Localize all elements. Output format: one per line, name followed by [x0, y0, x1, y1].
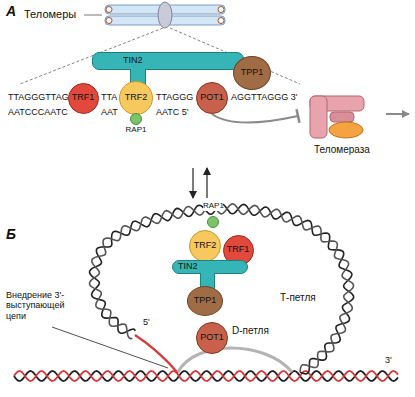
leader-line	[52, 327, 168, 368]
text-label: TTAGGG	[156, 92, 193, 102]
text-label: 5'	[142, 317, 151, 327]
activity-arrow	[386, 113, 409, 115]
enzyme-symbol	[300, 92, 384, 142]
dna-strand	[14, 371, 398, 381]
text-label: TTAGGGTTAG	[8, 92, 69, 102]
node-label: POT1	[200, 333, 224, 343]
dna-helix	[14, 204, 398, 381]
node-label: TRF2	[125, 93, 148, 103]
node-label: Теломераза	[300, 144, 384, 155]
text-label: Внедрение 3'-выступающей цепи	[6, 290, 84, 321]
node-label: TIN2	[123, 56, 143, 66]
protein-oval: TPP1	[187, 286, 223, 316]
node-label: TRF1	[72, 93, 95, 103]
protein-band: TIN2	[172, 260, 248, 274]
protein-oval: TPP1	[233, 56, 271, 90]
protein-dot	[207, 216, 219, 228]
protein-band: TIN2	[92, 52, 244, 70]
protein-circle: TRF1	[68, 83, 99, 114]
text-label: AGGTTAGGG 3'	[231, 92, 298, 102]
text-label: AATC 5'	[156, 107, 189, 117]
node-label: TRF1	[227, 245, 250, 255]
invading-strand	[135, 335, 178, 373]
protein-circle: POT1	[196, 82, 228, 114]
text-label: А	[6, 3, 16, 19]
node-label: TRF2	[194, 241, 217, 251]
text-label: AAT	[101, 107, 118, 117]
transition-arrow	[206, 168, 207, 198]
node-label: RAP1	[119, 126, 153, 135]
node-label: TIN2	[178, 262, 198, 272]
enzyme-shape: Теломераза	[300, 92, 384, 162]
text-label: D-петля	[231, 325, 270, 337]
leader-line	[84, 15, 102, 16]
transition-arrow	[192, 168, 193, 198]
chromosome	[105, 2, 225, 28]
text-label: Теломеры	[24, 8, 76, 21]
text-label: Б	[6, 226, 16, 242]
protein-circle: TRF2	[119, 81, 153, 115]
protein-small: RAP1	[119, 113, 153, 139]
text-label: Т-петля	[280, 292, 316, 304]
node-label: RAP1	[203, 202, 223, 211]
dna-strand	[90, 204, 354, 372]
node-label: POT1	[200, 93, 224, 103]
dna-strand	[90, 204, 354, 374]
protein-circle: TRF2	[189, 230, 221, 262]
node-label: TPP1	[194, 296, 217, 306]
inhibition-line	[212, 114, 298, 123]
displaced-strand	[178, 348, 292, 372]
text-label: AATCCCAATC	[8, 107, 68, 117]
protein-circle: POT1	[196, 322, 228, 354]
dna-strand	[14, 371, 398, 381]
node-label: TPP1	[241, 68, 264, 78]
protein-dot	[130, 113, 142, 125]
text-label: TTA	[101, 92, 117, 102]
text-label: 3'	[384, 355, 393, 365]
protein-small: RAP1	[196, 202, 230, 230]
